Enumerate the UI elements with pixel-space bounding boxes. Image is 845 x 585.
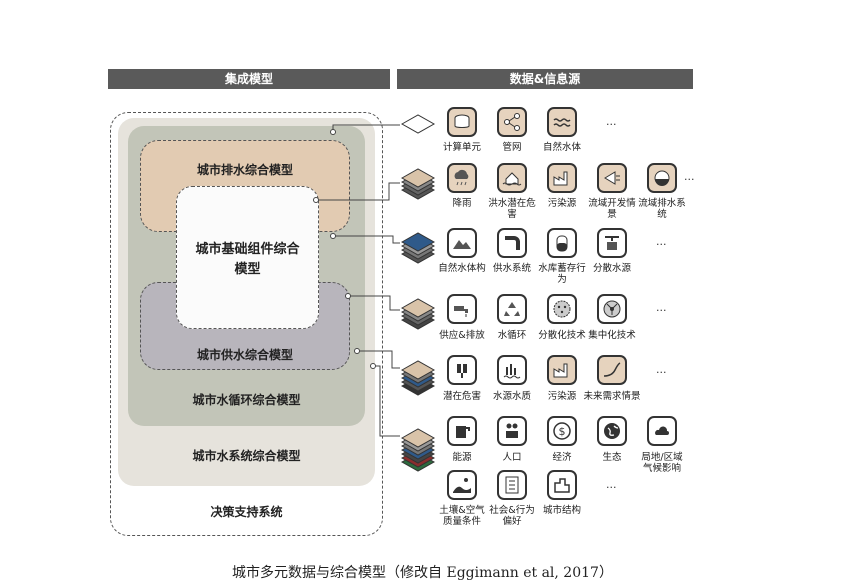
row5-item2-label: 水源水质 [492,391,531,402]
row4-item2-label: 水循环 [497,330,527,341]
cylinder-icon [447,107,477,137]
factory-icon [547,355,577,385]
layer-stack-6 [400,428,436,472]
row5-more: ... [656,363,667,376]
globe-icon [597,416,627,446]
dots-circle-icon [547,294,577,324]
buildings-icon [547,470,577,500]
list-icon [497,470,527,500]
basic-component-model-box [176,186,319,329]
tank-icon [597,228,627,258]
row7-more: ... [606,478,617,491]
row1-item3-label: 自然水体 [542,142,581,153]
row7-item3-label: 城市结构 [542,505,581,516]
hub-icon [597,294,627,324]
row1-more: ... [606,115,617,128]
decision-support-label: 决策支持系统 [210,505,283,519]
layer-stack-2 [400,168,436,200]
row4-item4-label: 集中化技术 [588,330,636,341]
water-supply-model-label: 城市供水综合模型 [196,348,293,362]
layer-stack-3 [400,232,436,264]
row7-item1-label: 土壤&空气质量条件 [439,505,485,527]
rain-cloud-icon [447,163,477,193]
reservoir-icon [547,228,577,258]
flood-house-icon [497,163,527,193]
row6-item5-label: 局地/区域气候影响 [641,452,683,474]
layer-stack-4 [400,298,436,330]
integrated-model-header: 集成模型 [108,69,390,89]
layer-stack-5 [400,360,436,396]
row2-item4-label: 流域开发情景 [588,198,636,220]
network-icon [497,107,527,137]
row5-item3-label: 污染源 [547,391,577,402]
row2-item2-label: 洪水潜在危害 [488,198,536,220]
mountains-icon [447,228,477,258]
landscape-icon [447,470,477,500]
factory-icon [547,163,577,193]
figure-caption: 城市多元数据与综合模型（修改自 Eggimann et al, 2017） [232,565,613,581]
row5-item1-label: 潜在危害 [442,391,481,402]
row1-item1-label: 计算单元 [442,142,481,153]
curve-icon [597,355,627,385]
row3-item2-label: 供水系统 [492,263,531,274]
row6-item1-label: 能源 [452,452,472,463]
row6-item4-label: 生态 [602,452,622,463]
row7-item2-label: 社会&行为偏好 [489,505,535,527]
pipe-icon [497,228,527,258]
row2-item3-label: 污染源 [547,198,577,209]
svg-text:$: $ [559,425,566,438]
row3-item3-label: 水库蓄存行为 [538,263,586,285]
water-cycle-model-label: 城市水循环综合模型 [192,393,301,407]
row1-item2-label: 管网 [502,142,522,153]
row4-item3-label: 分散化技术 [538,330,586,341]
drainage-model-label: 城市排水综合模型 [196,163,293,177]
water-waves-icon [547,107,577,137]
recycle-icon [497,294,527,324]
people-icon [497,416,527,446]
water-quality-icon [497,355,527,385]
row2-more: ... [684,170,695,183]
row4-item1-label: 供应&排放 [439,330,485,341]
funnel-icon [597,163,627,193]
row4-more: ... [656,301,667,314]
energy-icon [447,416,477,446]
row3-item4-label: 分散水源 [592,263,631,274]
water-system-model-label: 城市水系统综合模型 [192,449,301,463]
row2-item5-label: 流域排水系统 [638,198,686,220]
drain-icon [647,163,677,193]
data-source-header: 数据&信息源 [397,69,693,89]
row3-more: ... [656,235,667,248]
row6-item3-label: 经济 [552,452,572,463]
row3-item1-label: 自然水体构 [438,263,486,274]
row2-item1-label: 降雨 [452,198,472,209]
faucet-icon [447,294,477,324]
basic-component-model-label: 城市基础组件综合模型 [195,242,300,277]
hazard-icon [447,355,477,385]
row5-item4-label: 未来需求情景 [583,391,641,402]
row6-item2-label: 人口 [502,452,522,463]
climate-icon [647,416,677,446]
dollar-icon: $ [547,416,577,446]
